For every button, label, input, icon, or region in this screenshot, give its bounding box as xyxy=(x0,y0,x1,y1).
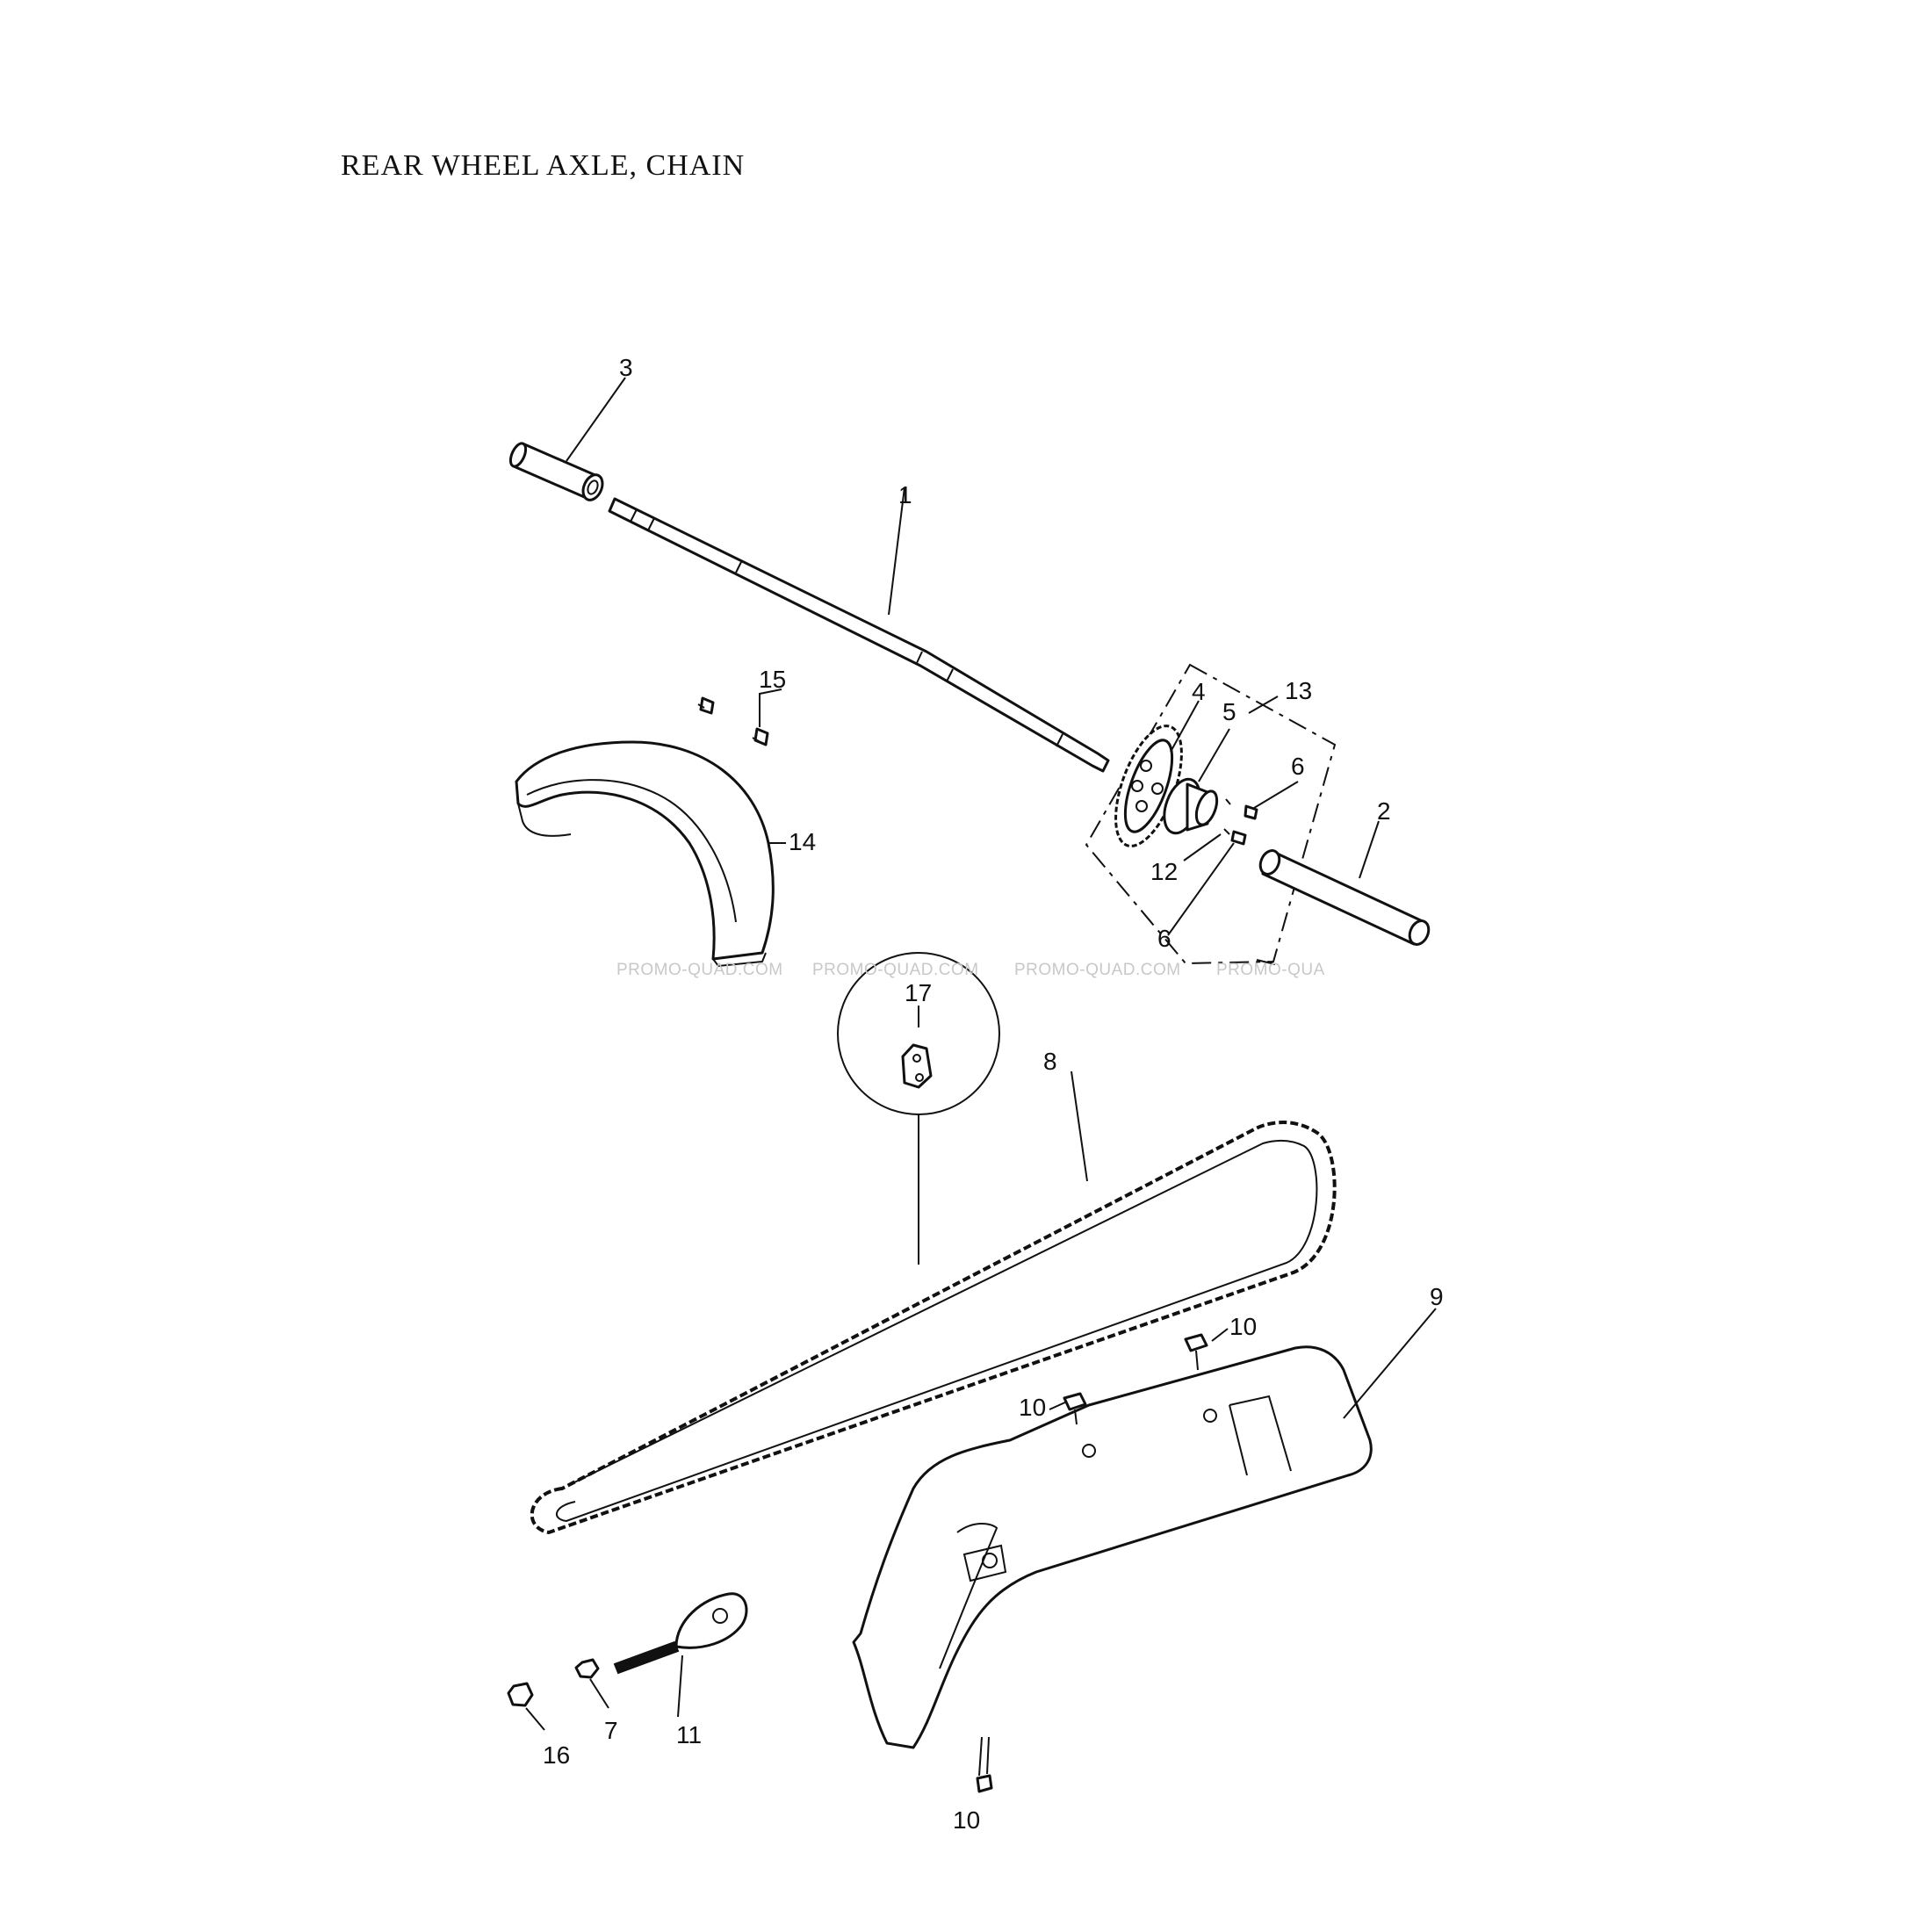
callout-sprocket-cover: 14 xyxy=(789,828,816,855)
guard-bolts-part xyxy=(976,1333,1208,1793)
callout-bolt-lower: 6 xyxy=(1157,925,1171,952)
right-spacer-part xyxy=(1258,849,1431,946)
callout-nut-left: 7 xyxy=(604,1717,618,1744)
drive-chain-part xyxy=(530,1121,1337,1535)
watermark-4: PROMO-QUA xyxy=(1216,961,1325,979)
adjuster-nuts-part xyxy=(507,1658,600,1707)
sprocket-assembly-box xyxy=(1085,663,1337,965)
callout-screws: 15 xyxy=(759,666,786,693)
callout-bolt-guard-bottom: 10 xyxy=(953,1806,980,1834)
callout-chain-adjuster: 11 xyxy=(676,1721,702,1748)
sprocket-cover-part xyxy=(515,740,775,968)
watermark-1: PROMO-QUAD.COM xyxy=(616,961,783,979)
callout-sprocket: 4 xyxy=(1192,678,1206,705)
callout-sprocket-assembly: 13 xyxy=(1285,677,1312,704)
chain-guard-part xyxy=(852,1345,1373,1749)
hub-bolts-part xyxy=(1223,798,1258,846)
watermark-strip: PROMO-QUAD.COM PROMO-QUAD.COM PROMO-QUAD… xyxy=(616,961,1325,979)
sprocket-hub-part xyxy=(1163,777,1219,835)
callout-labels: 3 1 13 4 5 6 2 12 6 15 14 17 8 9 10 10 1… xyxy=(543,354,1444,1834)
callout-bolt-upper: 6 xyxy=(1291,753,1305,780)
callout-master-link: 17 xyxy=(905,979,932,1006)
callout-chain: 8 xyxy=(1043,1048,1057,1075)
cover-screws-part xyxy=(697,696,769,746)
callout-sprocket-hub: 5 xyxy=(1222,698,1236,725)
callout-1-left-spacer: 3 xyxy=(619,354,633,381)
diagram-title: REAR WHEEL AXLE, CHAIN xyxy=(341,149,746,182)
callout-washer: 12 xyxy=(1150,858,1178,885)
callout-chain-guard: 9 xyxy=(1430,1283,1444,1310)
watermark-2: PROMO-QUAD.COM xyxy=(812,961,979,979)
callout-right-spacer: 2 xyxy=(1377,797,1391,825)
leader-lines xyxy=(525,377,1437,1731)
chain-adjuster-part xyxy=(613,1592,748,1675)
callout-axle: 1 xyxy=(898,481,912,508)
callout-nut-far-left: 16 xyxy=(543,1741,570,1769)
master-link-detail xyxy=(837,952,1000,1265)
callout-bolt-guard-upper: 10 xyxy=(1229,1313,1257,1340)
left-spacer-part xyxy=(508,442,604,501)
callout-bolt-guard-middle: 10 xyxy=(1019,1394,1046,1421)
axle-part xyxy=(608,497,1110,773)
watermark-3: PROMO-QUAD.COM xyxy=(1014,961,1181,979)
